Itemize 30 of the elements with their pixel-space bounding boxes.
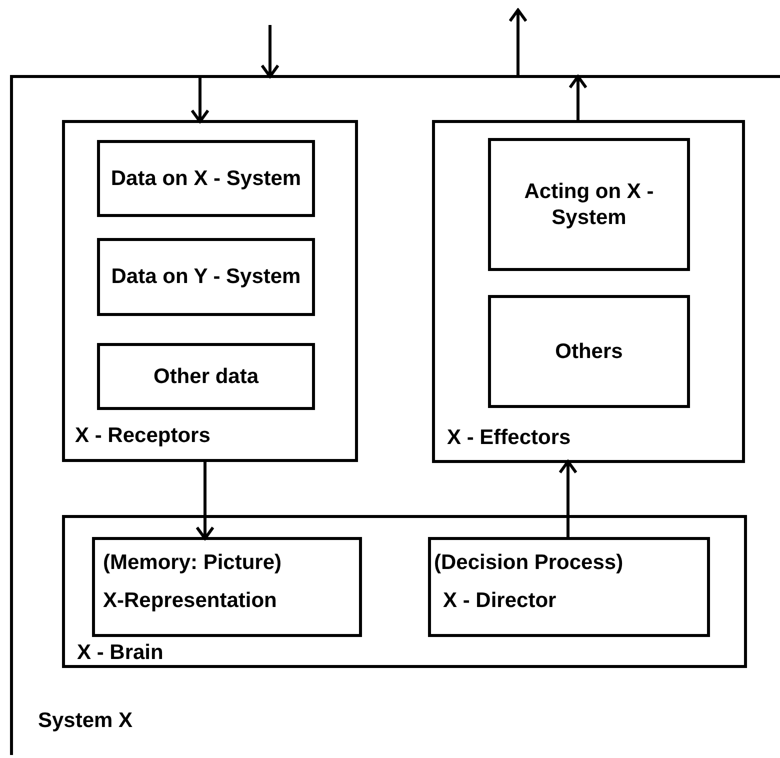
process-box [488,295,690,408]
arrow [568,75,588,122]
process-box [428,537,710,637]
process-box [97,238,315,316]
frame-label: System X [38,708,133,734]
container-box [432,120,745,463]
box-label: X - Brain [77,640,164,666]
box-text: X - Director [443,588,556,614]
arrow [508,8,528,76]
container-box [62,120,358,462]
box-text: (Memory: Picture) [103,550,282,576]
box-label: X - Effectors [447,425,571,450]
system-frame [10,75,780,755]
box-text: (Decision Process) [434,550,624,576]
container-box [62,515,747,668]
box-text: X-Representation [103,588,277,614]
process-box [92,537,362,637]
process-box [488,138,690,271]
process-box [97,140,315,217]
box-label: X - Receptors [75,423,210,448]
box-text: Data on Y - System [111,264,301,290]
process-box [97,343,315,410]
box-text: Other data [153,364,259,390]
arrow [558,460,578,538]
arrow [260,25,280,78]
arrow [190,76,210,123]
box-text: Others [555,338,623,364]
arrow [196,460,214,540]
box-text: Data on X - System [110,166,302,192]
box-text: Acting on X - System [523,179,655,230]
